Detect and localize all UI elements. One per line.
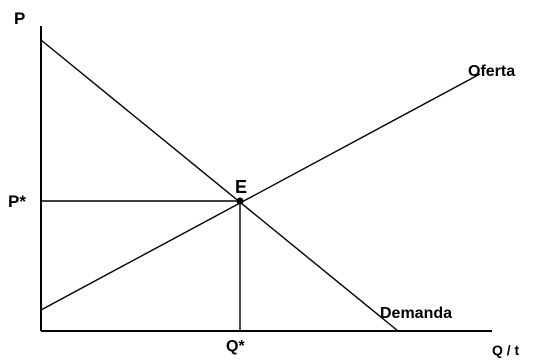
demand-label: Demanda	[380, 305, 452, 322]
quantity-label: Q*	[226, 338, 245, 355]
equilibrium-label: E	[235, 177, 247, 197]
price-label: P*	[8, 192, 26, 211]
equilibrium-point	[236, 197, 244, 205]
axis-y-label: P	[14, 9, 25, 28]
axis-x-label: Q / t	[492, 342, 520, 358]
supply-line	[40, 73, 481, 311]
demand-line	[40, 39, 399, 332]
supply-label: Oferta	[468, 63, 515, 80]
